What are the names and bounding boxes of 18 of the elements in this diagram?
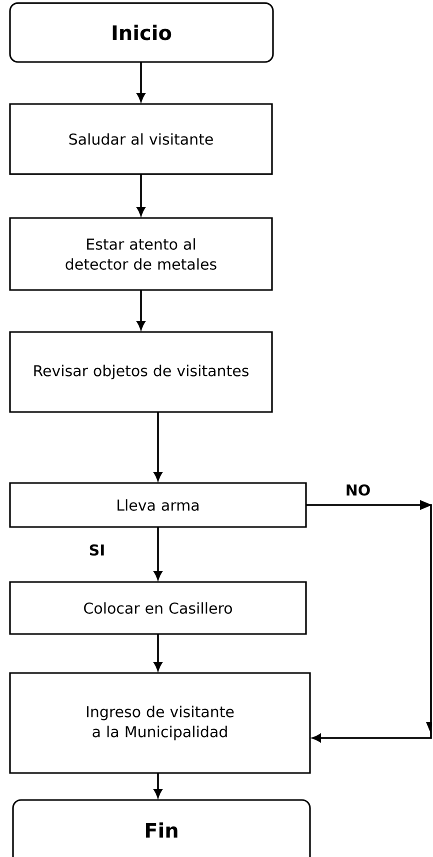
- arrow: [136, 174, 146, 216]
- arrow: [306, 500, 432, 742]
- arrow: [154, 634, 162, 671]
- arrow: [136, 62, 146, 102]
- arrow: [154, 527, 162, 580]
- edge-label: NO: [346, 484, 370, 496]
- arrow: [154, 773, 162, 798]
- process-box: Lleva arma: [9, 482, 307, 528]
- terminal-box: Inicio: [9, 2, 274, 63]
- edge-label: SI: [90, 544, 104, 556]
- terminal-box: Fin: [12, 799, 311, 857]
- process-box: Saludar al visitante: [9, 103, 273, 175]
- arrow: [136, 290, 146, 330]
- process-box: Colocar en Casillero: [9, 581, 307, 635]
- process-box: Estar atento al detector de metales: [9, 217, 273, 291]
- arrow: [154, 412, 162, 481]
- process-box: Revisar objetos de visitantes: [9, 331, 273, 413]
- process-box: Ingreso de visitante a la Municipalidad: [9, 672, 311, 774]
